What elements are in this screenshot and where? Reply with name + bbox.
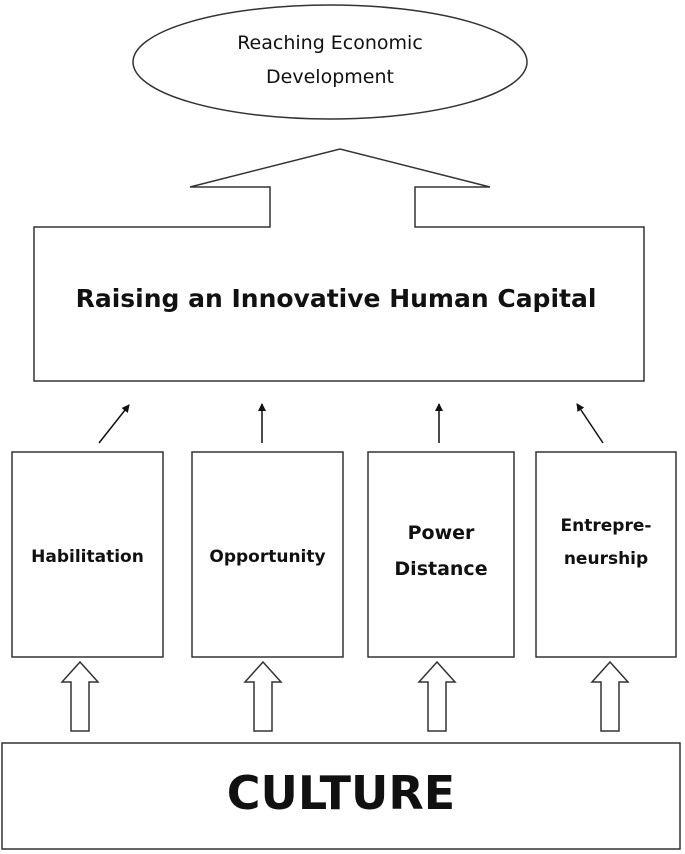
factor-habilitation: Habilitation xyxy=(11,451,164,658)
culture-box xyxy=(1,742,681,850)
factor-box xyxy=(191,451,344,658)
block-arrow-to-entrepreneurship xyxy=(590,660,630,732)
factor-label-line2: Distance xyxy=(394,558,487,580)
factor-box xyxy=(11,451,164,658)
culture-node: CULTURE xyxy=(1,742,681,850)
goal-ellipse xyxy=(132,4,528,120)
factor-box xyxy=(367,451,515,658)
goal-label-line1: Reaching Economic xyxy=(237,32,423,54)
arrow-entrepreneurship-to-capital xyxy=(576,403,604,444)
culture-label: CULTURE xyxy=(227,766,455,820)
capital-node: Raising an Innovative Human Capital xyxy=(33,148,645,382)
block-arrow-to-power-distance xyxy=(417,660,457,732)
block-arrow-to-habilitation xyxy=(60,660,100,732)
block-arrow-to-opportunity xyxy=(243,660,283,732)
arrow-habilitation-to-capital xyxy=(98,404,130,444)
factor-label-line2: neurship xyxy=(564,549,648,569)
factor-label-line1: Power xyxy=(408,522,475,544)
factor-label-line1: Entrepre- xyxy=(561,516,652,536)
culture-to-factor-arrows xyxy=(60,660,630,732)
goal-label-line2: Development xyxy=(266,66,394,88)
factor-box xyxy=(535,451,677,658)
goal-node: Reaching Economic Development xyxy=(132,4,528,120)
factor-to-capital-arrows xyxy=(98,403,604,444)
factor-power-distance: Power Distance xyxy=(367,451,515,658)
factor-label-line1: Opportunity xyxy=(209,547,325,567)
factor-label-line1: Habilitation xyxy=(31,547,144,567)
factor-opportunity: Opportunity xyxy=(191,451,344,658)
factor-entrepreneurship: Entrepre- neurship xyxy=(535,451,677,658)
capital-box-with-up-arrow xyxy=(33,148,645,382)
capital-label: Raising an Innovative Human Capital xyxy=(76,284,597,313)
